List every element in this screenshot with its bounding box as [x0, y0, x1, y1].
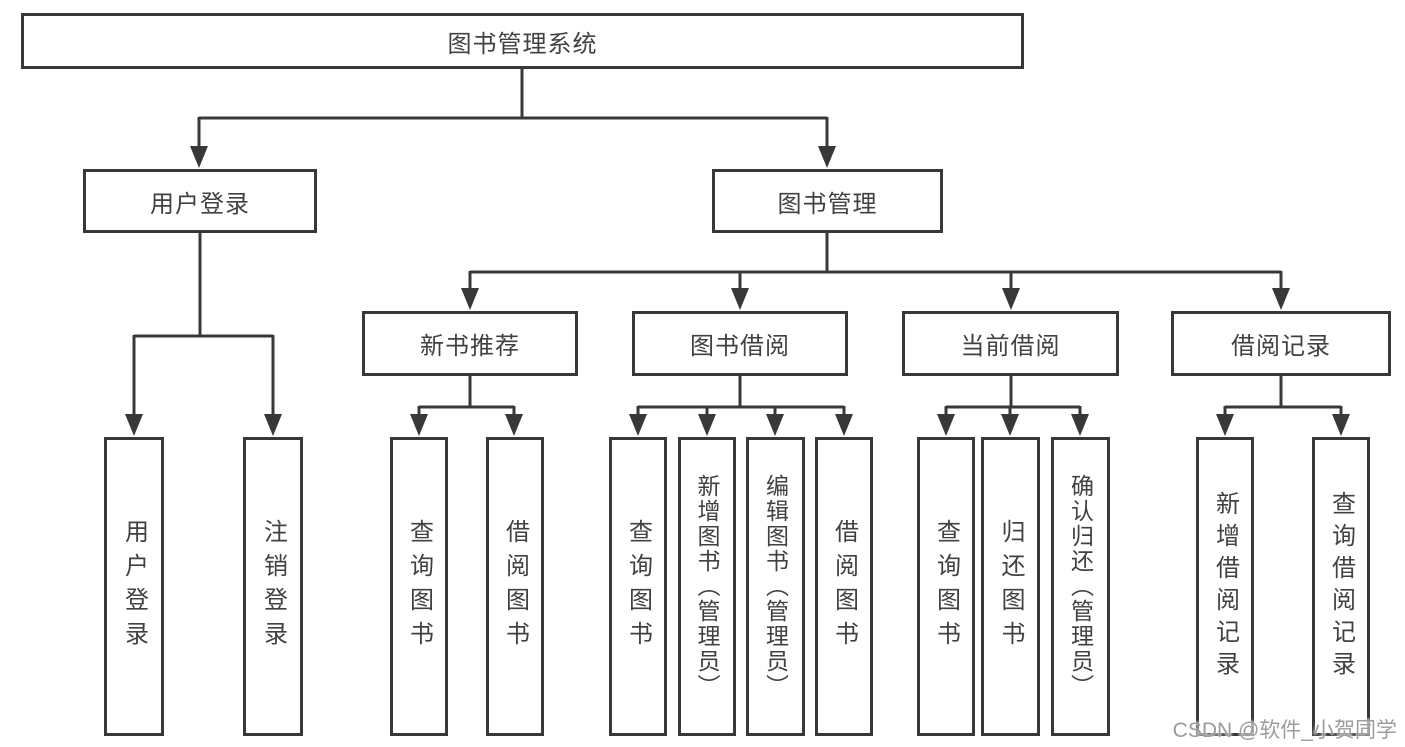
arrowhead — [1216, 414, 1234, 436]
node-label: 编辑图书（管理员） — [762, 474, 789, 699]
leaf-query-books-borrow: 查询图书 — [609, 437, 667, 736]
leaf-edit-book-admin: 编辑图书（管理员） — [746, 437, 805, 736]
arrowhead — [835, 414, 853, 436]
node-user-login: 用户登录 — [83, 169, 317, 233]
node-book-borrow: 图书借阅 — [632, 311, 848, 376]
leaf-query-borrow-record: 查询借阅记录 — [1312, 437, 1370, 736]
node-label: 图书管理系统 — [447, 30, 598, 58]
arrowhead — [1002, 288, 1020, 310]
node-label: 用户登录 — [120, 518, 148, 655]
arrowhead — [629, 414, 647, 436]
node-label: 图书借阅 — [690, 333, 790, 360]
arrowhead — [698, 414, 716, 436]
node-label: 图书管理 — [777, 190, 878, 218]
arrowhead — [1071, 414, 1089, 436]
node-label: 查询借阅记录 — [1327, 490, 1355, 683]
csdn-watermark: CSDN @软件_小贺同学 — [1172, 719, 1397, 742]
leaf-query-books-current: 查询图书 — [917, 437, 975, 736]
arrowhead — [125, 414, 143, 436]
leaf-logout: 注销登录 — [243, 437, 303, 736]
node-label: 查询图书 — [624, 518, 652, 655]
node-label: 用户登录 — [150, 190, 250, 218]
leaf-add-book-admin: 新增图书（管理员） — [678, 437, 736, 736]
leaf-borrow-books: 借阅图书 — [815, 437, 873, 736]
node-label: 借阅记录 — [1231, 333, 1331, 360]
node-label: 查询图书 — [932, 518, 960, 655]
arrowhead — [937, 414, 955, 436]
arrowhead — [410, 414, 428, 436]
leaf-confirm-return-admin: 确认归还（管理员） — [1051, 437, 1110, 736]
node-new-book-recommend: 新书推荐 — [362, 311, 578, 376]
arrowhead — [818, 146, 836, 168]
arrowhead — [190, 146, 208, 168]
node-label: 新增图书（管理员） — [694, 474, 720, 699]
arrowhead — [461, 288, 479, 310]
node-current-borrow: 当前借阅 — [902, 311, 1119, 376]
node-label: 查询图书 — [405, 518, 433, 655]
node-label: 新书推荐 — [420, 333, 520, 360]
arrowhead — [731, 288, 749, 310]
arrowhead — [1332, 414, 1350, 436]
arrowhead — [264, 414, 282, 436]
arrowhead — [766, 414, 784, 436]
node-label: 新增借阅记录 — [1211, 490, 1239, 683]
leaf-borrow-books-recommend: 借阅图书 — [486, 437, 544, 736]
node-label: 借阅图书 — [830, 518, 858, 655]
node-book-management: 图书管理 — [712, 169, 943, 233]
node-label: 确认归还（管理员） — [1067, 474, 1094, 699]
node-label: 借阅图书 — [501, 518, 529, 655]
node-borrow-records: 借阅记录 — [1171, 311, 1391, 376]
arrowhead — [1272, 288, 1290, 310]
leaf-add-borrow-record: 新增借阅记录 — [1196, 437, 1254, 736]
node-label: 当前借阅 — [960, 333, 1061, 360]
leaf-user-login: 用户登录 — [104, 437, 164, 736]
leaf-query-books-recommend: 查询图书 — [390, 437, 448, 736]
node-label: 归还图书 — [997, 518, 1024, 655]
leaf-return-books: 归还图书 — [981, 437, 1040, 736]
arrowhead — [1001, 414, 1019, 436]
node-label: 注销登录 — [259, 518, 287, 655]
arrowhead — [505, 414, 523, 436]
node-library-management-system: 图书管理系统 — [21, 13, 1024, 69]
